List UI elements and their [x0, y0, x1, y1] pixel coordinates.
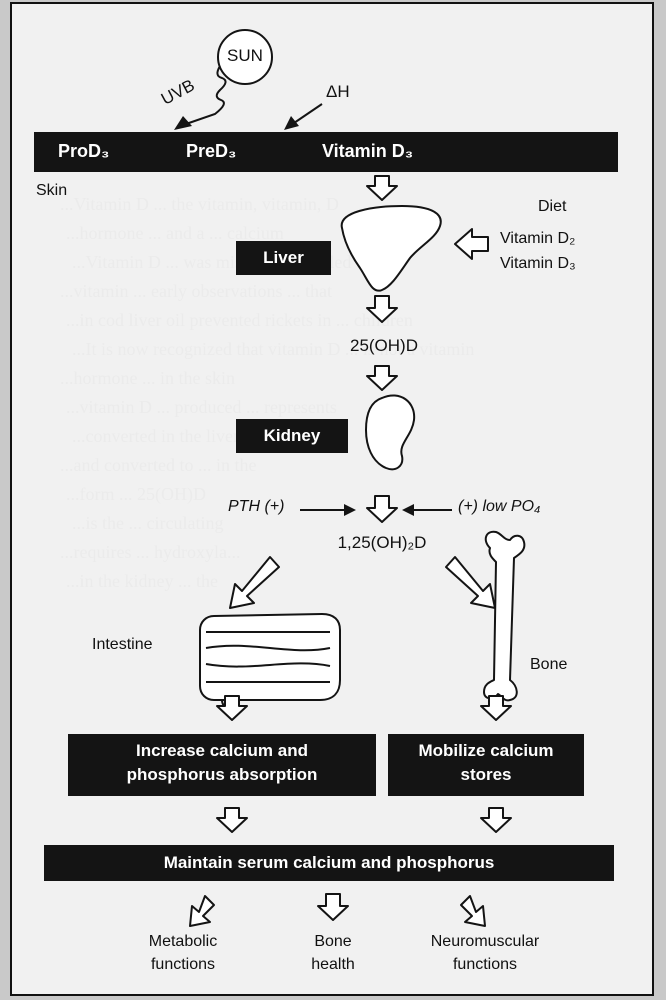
delta-h-line: [293, 103, 323, 124]
metabolic-line2: functions: [150, 956, 216, 973]
intestine-shape: [199, 613, 341, 711]
arrow-to-intestine: [229, 556, 280, 609]
arrow-to-metabolic: [189, 895, 215, 927]
neuromuscular-line2: functions: [452, 956, 518, 973]
diet-label: Diet: [538, 198, 567, 215]
increase-absorption-line1: Increase calcium and: [136, 741, 308, 760]
arrow-mobilize-down: [480, 807, 512, 833]
bone-health-line1: Bone: [314, 933, 352, 950]
liver-box: [236, 241, 331, 275]
maintain-serum-bar: [44, 845, 614, 881]
uvb-arrowhead: [174, 116, 192, 130]
arrow-to-neuromuscular: [460, 895, 486, 927]
sun-label: SUN: [227, 46, 263, 65]
delta-h-label: ΔH: [326, 82, 350, 101]
skin-bar: [34, 132, 618, 172]
arrow-diet: [454, 228, 489, 260]
arrow-to-bone: [445, 556, 496, 609]
arrow-kidney-down: [366, 495, 398, 523]
pth-arrowhead: [344, 504, 356, 516]
arrow-increase-down: [216, 807, 248, 833]
kidney-shape: [365, 394, 416, 471]
prod3-label: ProD₃: [58, 141, 110, 161]
uvb-squiggle: [185, 65, 227, 125]
pth-label: PTH (+): [228, 498, 285, 515]
liver-label: Liver: [263, 248, 304, 267]
mobilize-calcium-line1: Mobilize calcium: [418, 741, 554, 760]
skin-label: Skin: [36, 182, 68, 199]
kidney-box: [236, 419, 348, 453]
arrow-liver-down: [366, 295, 398, 323]
delta-h-arrowhead: [284, 116, 299, 130]
kidney-label: Kidney: [263, 426, 321, 445]
neuromuscular-line1: Neuromuscular: [430, 933, 540, 950]
diet-vitamin-d2: Vitamin D₂: [500, 230, 576, 247]
bone-label: Bone: [530, 656, 568, 673]
125ohd-label: 1,25(OH)₂D: [337, 533, 427, 552]
low-po4-label: (+) low PO₄: [458, 498, 541, 515]
25ohd-label: 25(OH)D: [349, 336, 418, 355]
increase-absorption-box: [68, 734, 376, 796]
metabolic-line1: Metabolic: [148, 933, 218, 950]
diet-vitamin-d3: Vitamin D₃: [500, 255, 576, 272]
arrow-to-bone-health: [317, 893, 349, 921]
intestine-label: Intestine: [92, 636, 153, 653]
arrow-25ohd-down: [366, 365, 398, 391]
bone-shape: [483, 530, 526, 702]
arrow-vitd3-down: [366, 175, 398, 201]
increase-absorption-line2: phosphorus absorption: [126, 765, 318, 784]
low-po4-arrowhead: [402, 504, 414, 516]
mobilize-calcium-box: [388, 734, 584, 796]
vitamin-d3-label: Vitamin D₃: [322, 141, 414, 161]
sun-circle: [217, 29, 273, 85]
mobilize-calcium-line2: stores: [460, 765, 512, 784]
arrow-intestine-down: [216, 695, 248, 721]
liver-shape: [340, 205, 442, 292]
arrow-bone-down: [480, 695, 512, 721]
maintain-serum-label: Maintain serum calcium and phosphorus: [163, 853, 495, 872]
bone-health-line2: health: [311, 956, 355, 973]
pred3-label: PreD₃: [186, 141, 237, 161]
